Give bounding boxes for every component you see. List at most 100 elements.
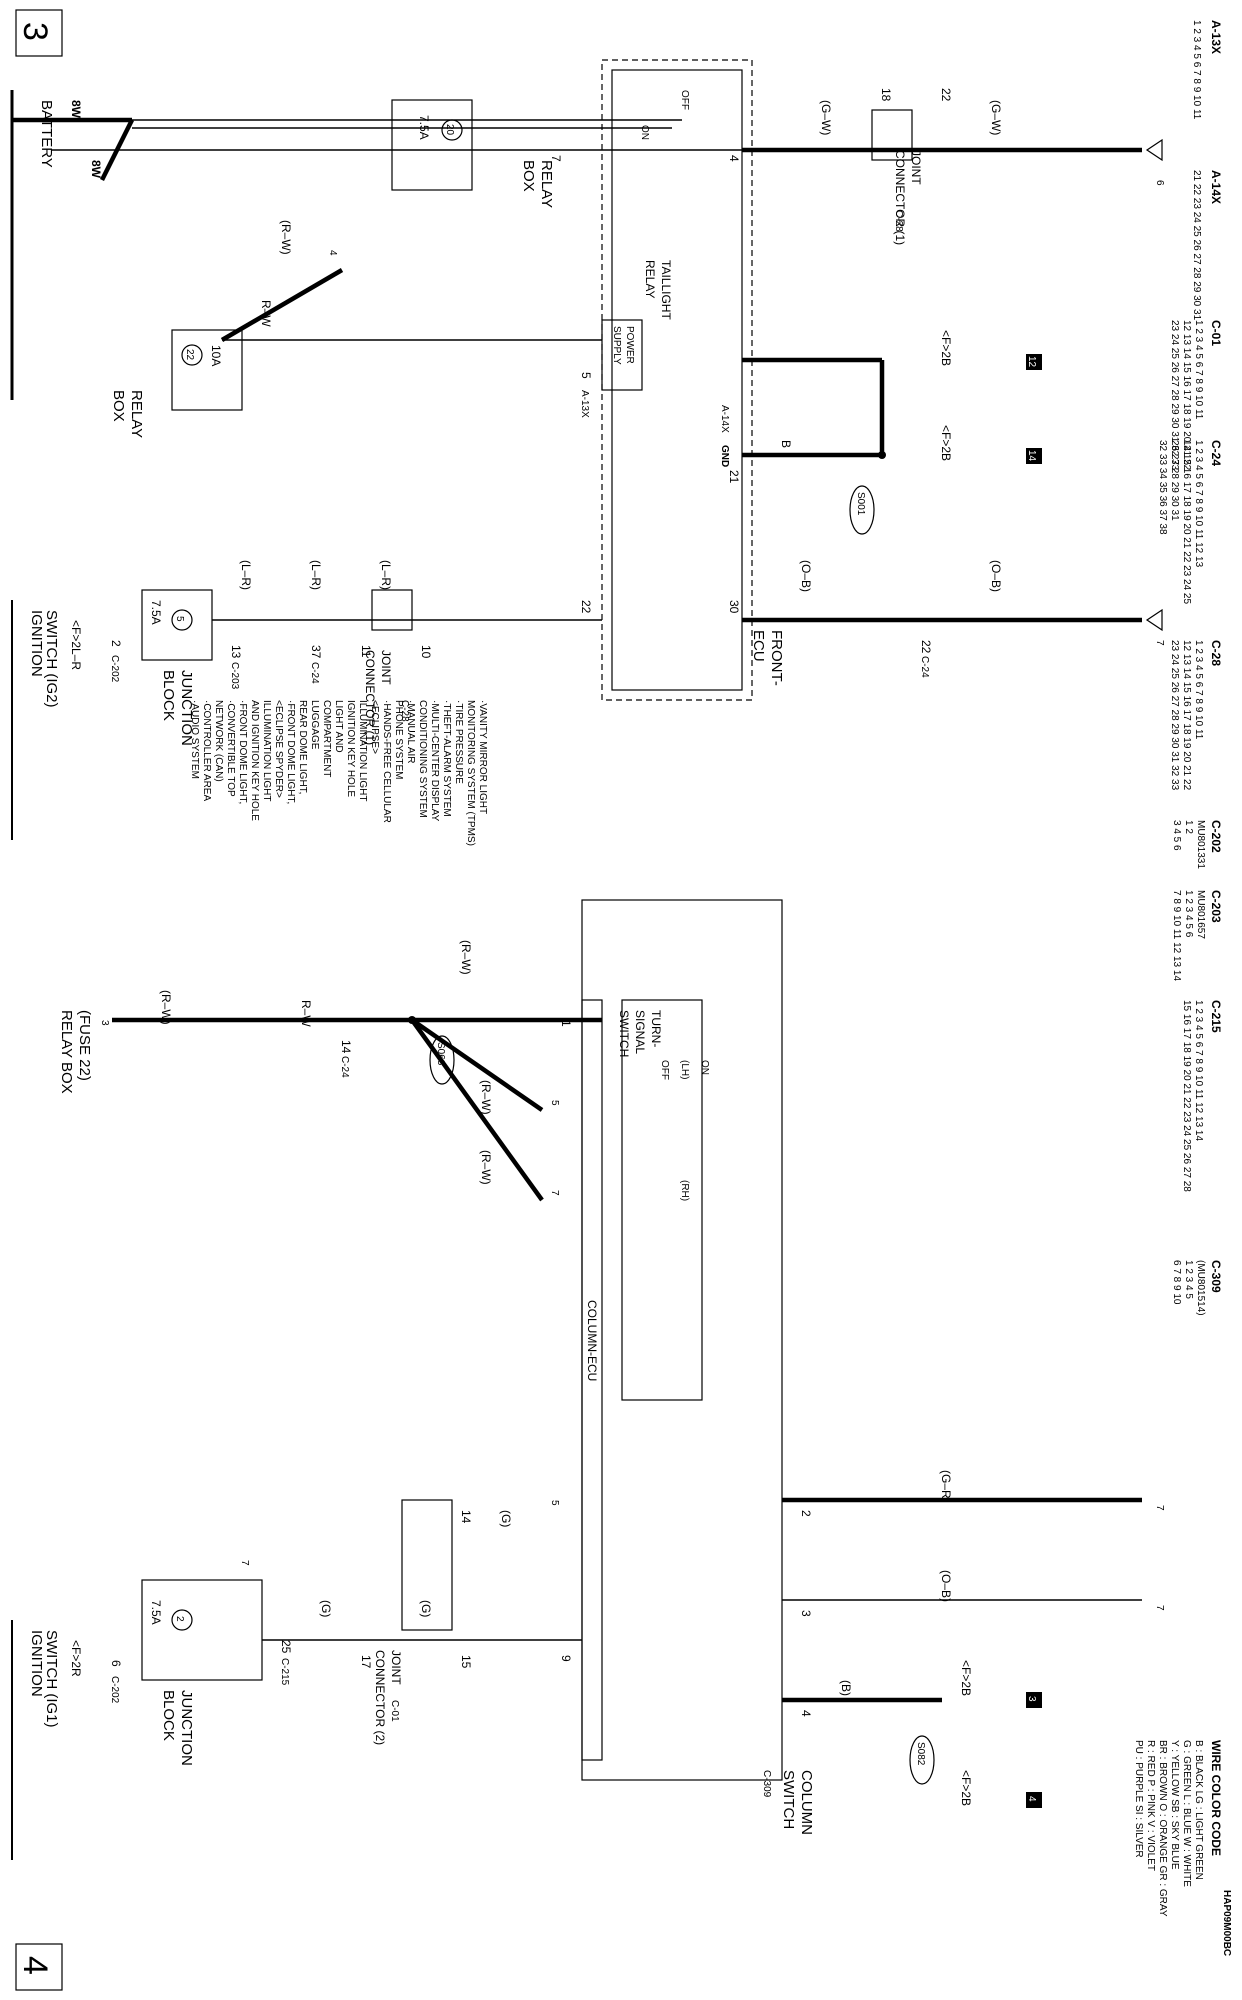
connector-legend: A-13X 1 2 3 4 5 6 7 8 9 10 11 A-14X 21 2…: [1157, 20, 1223, 1316]
conn-c01-r0: 1 2 3 4 5 6 7 8 9 10 11: [1193, 320, 1204, 420]
conn-c24-r0: 1 2 3 4 5 6 7 8 9 10 11 12 13: [1193, 440, 1204, 568]
sys-24: ·VANITY MIRROR LIGHT: [477, 700, 488, 814]
pin-13: 13: [229, 645, 243, 659]
sys-19: CONDITIONING SYSTEM: [417, 700, 428, 818]
joint-1b-1: JOINT: [379, 650, 393, 685]
conn-c24-r3: 32 33 34 35 36 37 38: [1157, 440, 1168, 535]
pin-22-left: 22: [939, 88, 953, 102]
turn-signal-1: TURN-: [649, 1010, 663, 1047]
page-3-number: 3: [16, 22, 54, 41]
systems-list: ·AUDIO SYSTEM ·CONTROLLER AREA NETWORK (…: [189, 700, 488, 846]
p4-arrow7: 7: [549, 1190, 560, 1196]
ts-lh: (LH): [679, 1060, 690, 1079]
f2r: <F>2R: [69, 1640, 83, 1677]
sys-12: LIGHT AND: [333, 700, 344, 753]
p4-c01: C-01: [389, 1700, 400, 1722]
wcc-4: R : RED P : PINK V : VIOLET: [1145, 1740, 1156, 1871]
arrow-6: [1145, 138, 1163, 162]
fuse-22-num: 22: [184, 349, 195, 361]
ts-on: ON: [699, 1060, 710, 1075]
wire-8w-a: 8W: [69, 100, 83, 119]
p4-rw-c: (R–W): [479, 1150, 493, 1185]
p4-pin-17: 17: [359, 1655, 373, 1669]
sys-11: COMPARTMENT: [321, 700, 332, 777]
wire-8w-b: 8W: [89, 160, 103, 179]
pin-22b: 22: [919, 640, 933, 654]
turn-signal-box: [621, 999, 703, 1401]
p4-arrow7d: 7: [1154, 1605, 1165, 1611]
ref-4-box: [1026, 1792, 1042, 1808]
conn-c28-r1: 12 13 14 15 16 17 18 19 20 21 22: [1181, 640, 1192, 791]
sys-15: <ECLIPSE>: [369, 700, 380, 754]
sys-6: ILLUMINATION LIGHT: [261, 700, 272, 802]
gnd: GND: [719, 445, 730, 467]
conn-c01-r1: 12 13 14 15 16 17 18 19 20 21 22: [1181, 320, 1192, 471]
lr-3: (L–R): [379, 560, 393, 590]
pin-10: 10: [419, 645, 433, 659]
conn-c203-r1: 7 8 9 10 11 12 13 14: [1171, 890, 1182, 981]
jb-ig1-1: JUNCTION: [178, 1690, 195, 1766]
p4-rw-paren: (R–W): [159, 990, 173, 1025]
g-1: (G): [319, 1600, 333, 1617]
p4-arrow5b: 5: [549, 1500, 560, 1506]
arrow-3-label: 3: [99, 1020, 110, 1026]
relay-box-2-label-2: BOX: [110, 390, 127, 422]
conn-a14x: A-14X: [1209, 170, 1223, 204]
fuse-20-num: 20: [444, 124, 455, 136]
tl-off: OFF: [679, 90, 690, 110]
conn-c215-r1: 15 16 17 18 19 20 21 22 23 24 25 26 27 2…: [1181, 1000, 1192, 1192]
conn-c28-r2: 23 24 25 26 27 28 29 30 31 32 33: [1169, 640, 1180, 791]
fuse-5-rating: 7.5A: [149, 600, 163, 625]
f2lr: <F>2L–R: [69, 620, 83, 670]
p4-pin-6: 6: [109, 1660, 123, 1667]
p4-c202: C-202: [109, 1676, 120, 1704]
ign-ig2-1: IGNITION: [28, 610, 45, 677]
p4-arrow7c: 7: [1154, 1505, 1165, 1511]
g-2: (G): [419, 1600, 433, 1617]
conn-c203-r0: 1 2 3 4 5 6: [1183, 890, 1194, 938]
wcc-5: PU : PURPLE SI : SILVER: [1133, 1740, 1144, 1858]
sys-5: AND IGNITION KEY HOLE: [249, 700, 260, 821]
pin-11: 11: [359, 645, 373, 658]
splice-s063: [429, 1035, 455, 1085]
sys-18: ·MANUAL AIR: [405, 700, 416, 764]
conn-c01: C-01: [1209, 320, 1223, 346]
jb-ig2-1: JUNCTION: [178, 670, 195, 746]
sys-14: ILLUMINATION LIGHT: [357, 700, 368, 802]
front-ecu-label-2: ECU: [750, 630, 767, 662]
joint-1-label-2: CONNECTOR (1): [893, 150, 907, 245]
splice-s001: [849, 485, 875, 535]
lr-2: (L–R): [309, 560, 323, 590]
turn-signal-3: SWITCH: [617, 1010, 631, 1057]
arrow-7-label: 7: [1154, 640, 1165, 646]
fuse-5-num: 5: [174, 616, 185, 622]
junction-block-ig1: [141, 1579, 263, 1681]
wire-b: B: [779, 440, 793, 448]
sys-23: MONITORING SYSTEM (TPMS): [465, 700, 476, 846]
c24-tag: C-24: [309, 662, 320, 684]
p4-ref3: 3: [1026, 1696, 1037, 1702]
sys-20: ·MULTI-CENTER DISPLAY: [429, 700, 440, 822]
p4-f2b-1: <F>2B: [959, 1660, 973, 1696]
p4-pin-3: 3: [799, 1610, 813, 1617]
p4-pin-1: 1: [559, 1020, 573, 1027]
sys-16: ·HANDS-FREE CELLULAR: [381, 700, 392, 823]
wcc-1: G : GREEN L : BLUE W : WHITE: [1181, 1740, 1192, 1887]
ref-12: 12: [1026, 356, 1037, 368]
jb-ig2-2: BLOCK: [160, 670, 177, 721]
relay-fuse-1: RELAY BOX: [58, 1010, 75, 1094]
p4-pin-2: 2: [799, 1510, 813, 1517]
pin-7: 7: [549, 155, 563, 162]
lr-1: (L–R): [239, 560, 253, 590]
pin-5: 5: [579, 372, 593, 379]
ign-ig2-2: SWITCH (IG2): [43, 610, 60, 708]
rw: R–W: [259, 300, 273, 327]
conn-c24: C-24: [1209, 440, 1223, 466]
p4-pin-25: 25: [279, 1640, 293, 1654]
p4-c215: C-215: [279, 1658, 290, 1686]
drawing-code: HAP09M00BC: [1221, 1890, 1232, 1956]
relay-box-label-2: BOX: [520, 160, 537, 192]
rw-paren: (R–W): [279, 220, 293, 255]
sys-10: LUGGAGE: [309, 700, 320, 750]
